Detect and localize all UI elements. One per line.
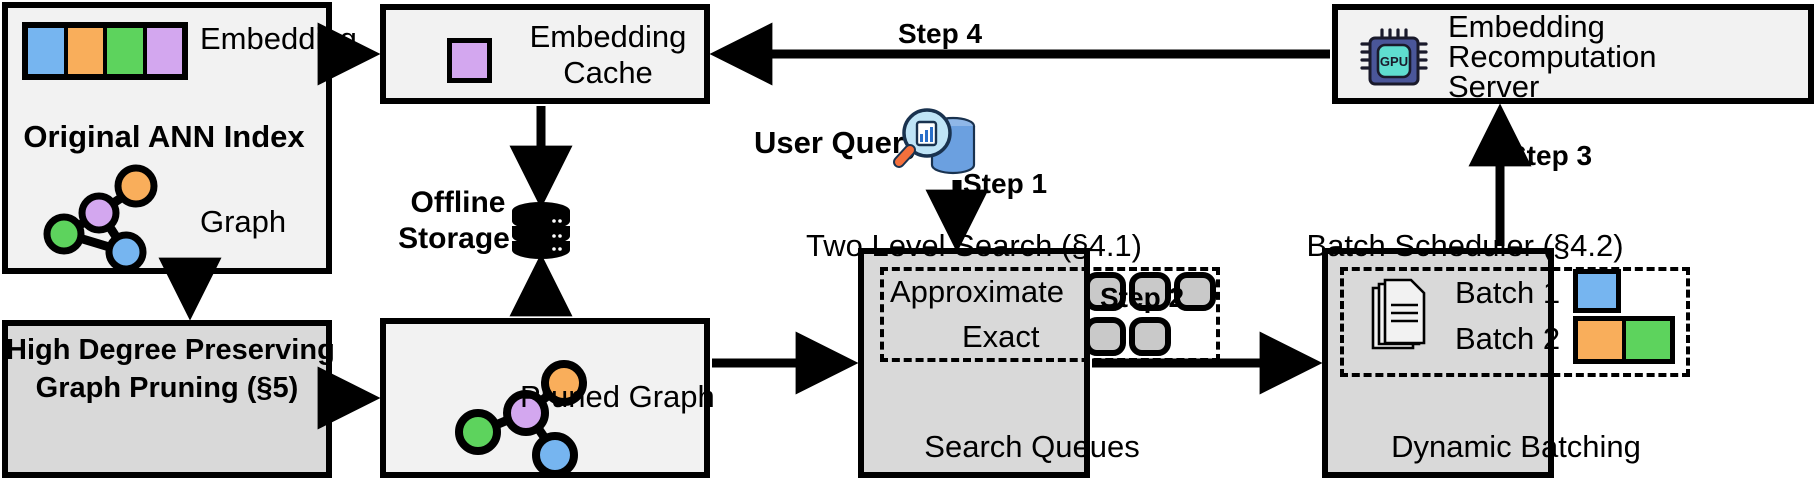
approximate-label: Approximate <box>890 274 1065 309</box>
embedding-cache-box[interactable] <box>380 4 710 104</box>
batch-1-chips <box>1573 269 1621 313</box>
batch-scheduler-title: Batch Scheduler (§4.2) <box>1306 228 1624 263</box>
two-level-search-title: Two Level Search (§4.1) <box>805 228 1142 263</box>
two-level-search-box[interactable] <box>858 248 1090 478</box>
batch-scheduler-box[interactable] <box>1322 248 1554 478</box>
step-1-label: Step 1 <box>963 168 1048 199</box>
graph-pruning-box[interactable] <box>2 320 332 478</box>
search-queues-footer: Search Queues <box>924 429 1140 464</box>
batch-2-chips <box>1573 316 1675 364</box>
batch-chip-blue <box>1573 269 1621 313</box>
original-ann-index-title: Original ANN Index <box>23 119 305 154</box>
queue-slot[interactable] <box>1084 272 1126 311</box>
embedding-cell-orange <box>67 28 107 74</box>
batch-chip-green <box>1626 321 1670 359</box>
exact-queue-group[interactable] <box>1084 317 1171 356</box>
queue-slot[interactable] <box>1174 272 1216 311</box>
embedding-label: Embedding <box>200 21 357 56</box>
embedding-cell-purple <box>146 28 182 74</box>
approximate-queue-group[interactable] <box>1084 272 1216 311</box>
step-4-label: Step 4 <box>898 18 983 49</box>
batch-1-label: Batch 1 <box>1455 275 1561 310</box>
graph-label: Graph <box>200 204 287 239</box>
step-2-label: Step 2 <box>1100 282 1185 313</box>
search-queues-dashed-region <box>880 267 1220 362</box>
graph-pruning-line1: High Degree Preserving <box>6 334 335 366</box>
embedding-cache-chip-icon <box>447 38 492 83</box>
queue-slot[interactable] <box>1129 317 1171 356</box>
embedding-cell-blue <box>28 28 68 74</box>
batch-chip-orange <box>1578 321 1626 359</box>
embedding-cell-green <box>107 28 147 74</box>
embedding-vector-icon <box>22 22 188 80</box>
exact-label: Exact <box>962 319 1040 354</box>
dynamic-batching-dashed-region <box>1340 267 1690 377</box>
pruned-graph-label: Pruned Graph <box>520 379 715 414</box>
step-3-label: Step 3 <box>1508 140 1593 171</box>
offline-storage-line1: Offline <box>410 186 506 219</box>
recomputation-server-line1: Embedding <box>1448 9 1605 44</box>
dynamic-batching-footer: Dynamic Batching <box>1391 429 1641 464</box>
batch-2-label: Batch 2 <box>1455 321 1561 356</box>
graph-pruning-line2: Graph Pruning (§5) <box>35 372 299 404</box>
embedding-cache-line2: Cache <box>563 55 653 90</box>
recomputation-server-line2: Recomputation <box>1448 39 1657 74</box>
embedding-cache-line1: Embedding <box>529 19 687 54</box>
offline-storage-line2: Storage <box>398 222 510 255</box>
user-query-label: User Query <box>754 125 922 160</box>
recomputation-server-line3: Server <box>1448 69 1540 104</box>
queue-slot[interactable] <box>1129 272 1171 311</box>
queue-slot[interactable] <box>1084 317 1126 356</box>
